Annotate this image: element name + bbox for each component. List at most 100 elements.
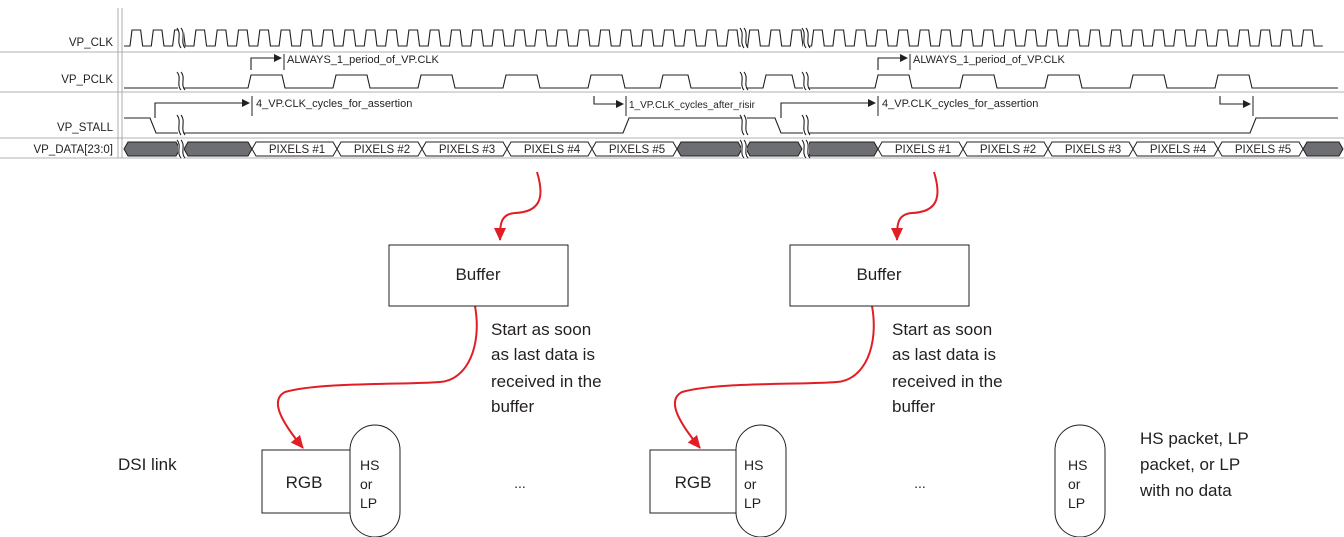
break-mark [805, 71, 811, 91]
buffer-1-label: Buffer [455, 265, 500, 284]
rgb-packet-2: RGB [649, 449, 737, 514]
break-gap [178, 72, 184, 90]
rgb-1-label: RGB [286, 473, 323, 492]
hslp-2-line-2: or [744, 476, 757, 492]
rgb-packet-1: RGB [261, 449, 351, 514]
pixel-label: PIXELS #3 [1065, 144, 1121, 156]
note-1: Start as soon as last data is received i… [491, 320, 602, 416]
buffer-2: Buffer [789, 244, 970, 307]
break-mark [743, 71, 749, 91]
ellipsis-1: ... [514, 475, 526, 491]
break-gap [178, 140, 184, 158]
hslp-1-line-2: or [360, 476, 373, 492]
break-gap [803, 140, 809, 158]
note-2-line-3: received in the [892, 372, 1003, 391]
annotation-always-period-2: ALWAYS_1_period_of_VP.CLK [913, 54, 1066, 66]
break-mark [801, 139, 807, 159]
break-gap [741, 72, 747, 90]
hslp-1-line-3: LP [360, 495, 377, 511]
note-2-line-1: Start as soon [892, 320, 992, 339]
break-mark [180, 139, 186, 159]
time-break-marks [176, 27, 811, 159]
rgb-2-label: RGB [675, 473, 712, 492]
hslp-2-line-3: LP [744, 495, 761, 511]
note-1-line-2: as last data is [491, 345, 595, 364]
note-1-line-3: received in the [491, 372, 602, 391]
legend-note-line-1: HS packet, LP [1140, 429, 1249, 448]
vp-stall-waveform [124, 117, 1338, 134]
break-mark [739, 71, 745, 91]
break-mark [739, 139, 745, 159]
break-mark [801, 27, 807, 49]
hslp-3-line-3: LP [1068, 495, 1085, 511]
break-mark [739, 27, 745, 49]
signal-name-vp-data: VP_DATA[23:0] [34, 144, 113, 156]
hslp-3-line-1: HS [1068, 457, 1087, 473]
break-mark [805, 27, 811, 49]
annotation-cycles-assertion-1: 4_VP.CLK_cycles_for_assertion [256, 98, 412, 110]
break-gap [803, 115, 809, 135]
break-mark [743, 114, 749, 136]
hslp-3-line-2: or [1068, 476, 1081, 492]
break-mark [743, 139, 749, 159]
hs-lp-packet-1: HS or LP [349, 424, 401, 537]
annotation-cycles-assertion-2: 4_VP.CLK_cycles_for_assertion [882, 98, 1038, 110]
grid-lines [0, 8, 1344, 159]
note-2-line-2: as last data is [892, 345, 996, 364]
break-mark [176, 114, 182, 136]
buffer-1: Buffer [388, 244, 569, 307]
break-mark [180, 114, 186, 136]
flow-arrow-buffer-to-rgb-2 [673, 305, 875, 449]
break-gap [741, 28, 747, 48]
bus-idle-segment [183, 141, 253, 157]
bus-idle-segment [123, 141, 181, 157]
legend-note: HS packet, LP packet, or LP with no data [1139, 429, 1249, 500]
timing-annotations: ALWAYS_1_period_of_VP.CLK ALWAYS_1_perio… [154, 54, 1254, 118]
bus-idle-segment [676, 141, 743, 157]
break-gap [803, 28, 809, 48]
break-gap [178, 28, 184, 48]
note-1-line-1: Start as soon [491, 320, 591, 339]
note-2-line-4: buffer [892, 397, 936, 416]
break-mark [176, 27, 182, 49]
bus-idle-segment [805, 141, 879, 157]
buffer-2-label: Buffer [856, 265, 901, 284]
hslp-1-line-1: HS [360, 457, 379, 473]
pixel-label: PIXELS #4 [524, 144, 581, 156]
annotation-always-period-1: ALWAYS_1_period_of_VP.CLK [287, 54, 440, 66]
signal-name-vp-pclk: VP_PCLK [61, 74, 113, 86]
break-gap [178, 115, 184, 135]
dsi-link-label: DSI link [118, 455, 177, 474]
flow-arrow-data-to-buffer-2 [891, 171, 939, 241]
bus-idle-segment [1302, 141, 1344, 157]
break-gap [803, 72, 809, 90]
pixel-label: PIXELS #2 [980, 144, 1036, 156]
note-2: Start as soon as last data is received i… [892, 320, 1003, 416]
hs-lp-packet-3: HS or LP [1054, 424, 1106, 537]
legend-note-line-2: packet, or LP [1140, 455, 1240, 474]
flow-arrow-data-to-buffer-1 [494, 171, 542, 241]
ellipsis-2: ... [914, 475, 926, 491]
break-mark [805, 139, 811, 159]
flow-arrow-buffer-to-rgb-1 [276, 305, 478, 449]
break-mark [739, 114, 745, 136]
break-mark [176, 139, 182, 159]
pixel-label: PIXELS #2 [354, 144, 410, 156]
vp-clk-waveform [124, 29, 1323, 47]
pixel-label: PIXELS #3 [439, 144, 495, 156]
vp-stall-trace [124, 117, 1338, 134]
vp-pclk-trace [124, 74, 1338, 89]
pixel-label: PIXELS #1 [269, 144, 325, 156]
bus-idle-segment [745, 141, 803, 157]
pixel-label: PIXELS #1 [895, 144, 951, 156]
break-mark [801, 114, 807, 136]
signal-names: VP_CLK VP_PCLK VP_STALL VP_DATA[23:0] [34, 37, 114, 156]
break-mark [801, 71, 807, 91]
vp-pclk-waveform [124, 74, 1338, 89]
pixel-label: PIXELS #5 [609, 144, 665, 156]
note-1-line-4: buffer [491, 397, 535, 416]
signal-name-vp-clk: VP_CLK [69, 37, 113, 49]
break-mark [805, 114, 811, 136]
vp-data-bus: PIXELS #1 PIXELS #2 PIXELS #3 PIXELS #4 PIXE… [123, 141, 1344, 157]
